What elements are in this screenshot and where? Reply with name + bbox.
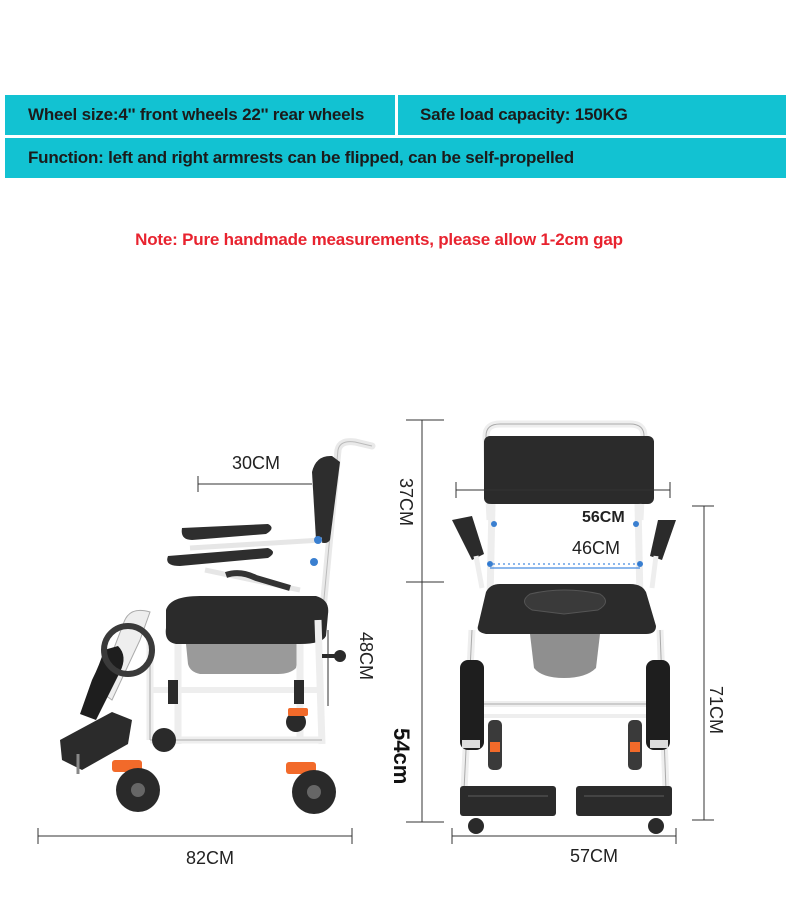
spec-cell-wheel-size: Wheel size:4'' front wheels 22'' rear wh… xyxy=(5,95,395,135)
front-view-wheelchair xyxy=(452,420,676,834)
seat-depth-label: 30CM xyxy=(232,453,280,473)
outer-width-label: 56CM xyxy=(582,509,625,526)
side-dimension-lines xyxy=(37,476,353,844)
base-width-label: 57CM xyxy=(570,846,618,866)
banner-divider xyxy=(395,95,398,135)
wheel-size-text: Wheel size:4'' front wheels 22'' rear wh… xyxy=(28,105,365,124)
measurement-note: Note: Pure handmade measurements, please… xyxy=(135,230,623,249)
total-length-label: 82CM xyxy=(186,848,234,868)
spec-cell-safe-load: Safe load capacity: 150KG xyxy=(398,95,786,135)
inner-width-label: 46CM xyxy=(572,538,620,558)
function-text: Function: left and right armrests can be… xyxy=(28,148,574,167)
total-height-label: 71CM xyxy=(706,686,726,734)
spec-banner-row-2: Function: left and right armrests can be… xyxy=(5,138,786,178)
backrest-height-label: 37CM xyxy=(396,478,416,526)
center-dimension-lines xyxy=(406,419,444,823)
front-dimension-lines xyxy=(451,482,714,844)
safe-load-text: Safe load capacity: 150KG xyxy=(420,105,628,124)
seat-height-label: 54cm xyxy=(389,728,414,784)
side-view-wheelchair xyxy=(60,438,376,814)
spec-banner-row-1: Wheel size:4'' front wheels 22'' rear wh… xyxy=(5,95,786,135)
seat-to-footrest-label: 48CM xyxy=(356,632,376,680)
